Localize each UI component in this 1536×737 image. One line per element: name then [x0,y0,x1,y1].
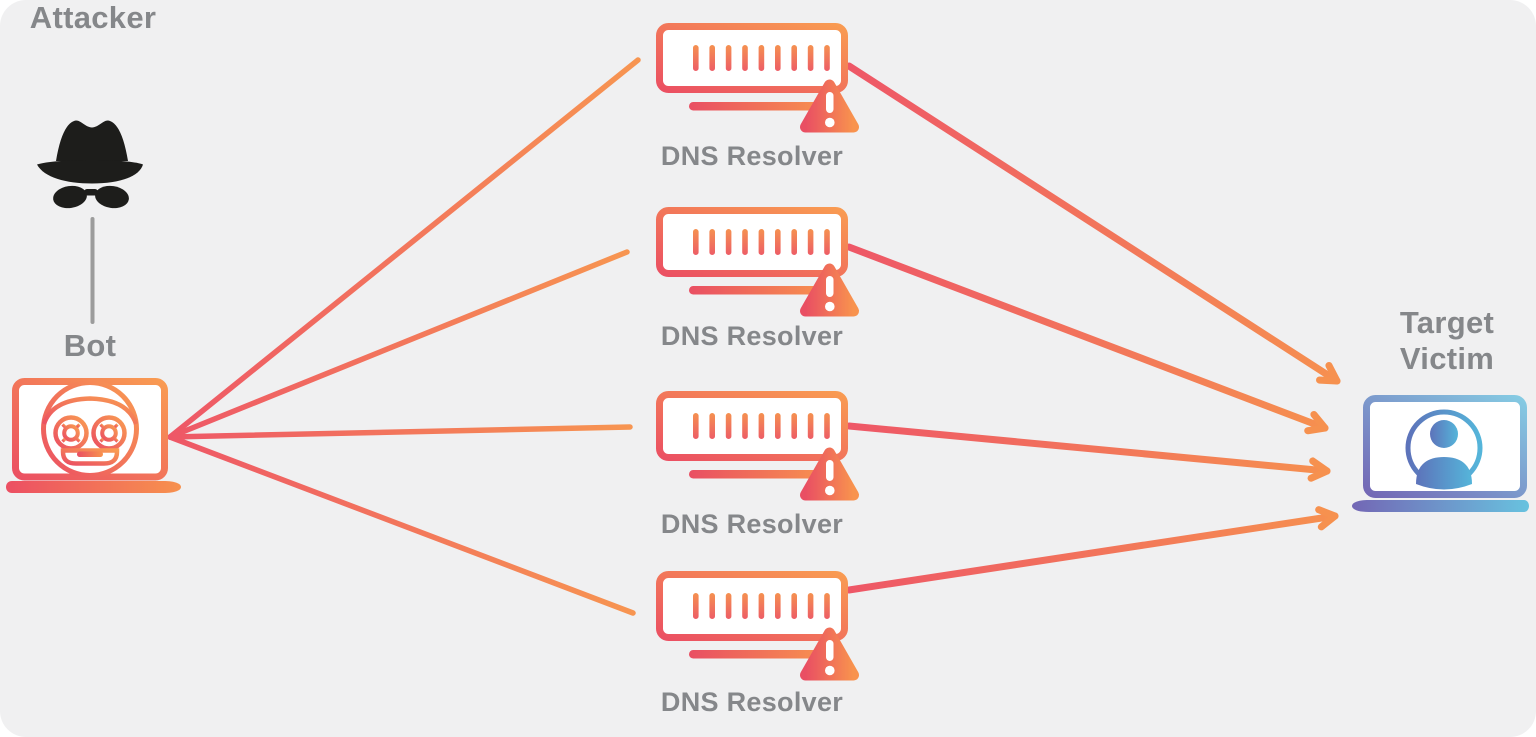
attack-arrow-resolver-3-to-victim [845,422,1331,482]
attack-line-bot-to-resolver-4 [167,434,636,616]
fedora-crown [56,120,128,161]
dns-resolver-label-2: DNS Resolver [660,321,844,351]
dns-resolver-icon-2 [660,211,854,312]
dns-resolver-icon-1 [660,27,854,128]
attack-arrow-resolver-4-to-victim [845,506,1339,594]
attack-line-bot-to-resolver-2 [167,249,630,440]
robot-eye-gears [61,423,119,443]
laptop-base [1352,500,1529,512]
robot-face-icon [41,380,139,478]
bot-attack-lines [167,57,641,616]
attack-line-bot-to-resolver-1 [167,57,641,440]
attack-line-bot-to-resolver-3 [167,424,633,440]
user-avatar-icon [1405,409,1483,490]
laptop-base [6,481,181,493]
robot-laptop-icon [6,378,181,493]
attack-arrow-resolver-2-to-victim [845,243,1329,435]
fedora-brim [37,160,143,184]
dns-resolver-icon-3 [660,395,854,496]
dns-resolver-label-1: DNS Resolver [660,141,844,171]
attack-arrow-resolver-1-to-victim [845,62,1341,385]
spy-hat-mask-icon [37,120,143,209]
dns-resolver-icon-4 [660,575,854,676]
target-victim-label: Target Victim [1399,305,1495,376]
mask-glasses [53,185,129,209]
dns-resolver-label-3: DNS Resolver [660,509,844,539]
attacker-label: Attacker [29,0,157,35]
person-laptop-icon [1352,395,1529,512]
amplified-attack-arrows [845,62,1341,594]
bot-label: Bot [63,328,117,363]
dns-resolver-label-4: DNS Resolver [660,687,844,717]
